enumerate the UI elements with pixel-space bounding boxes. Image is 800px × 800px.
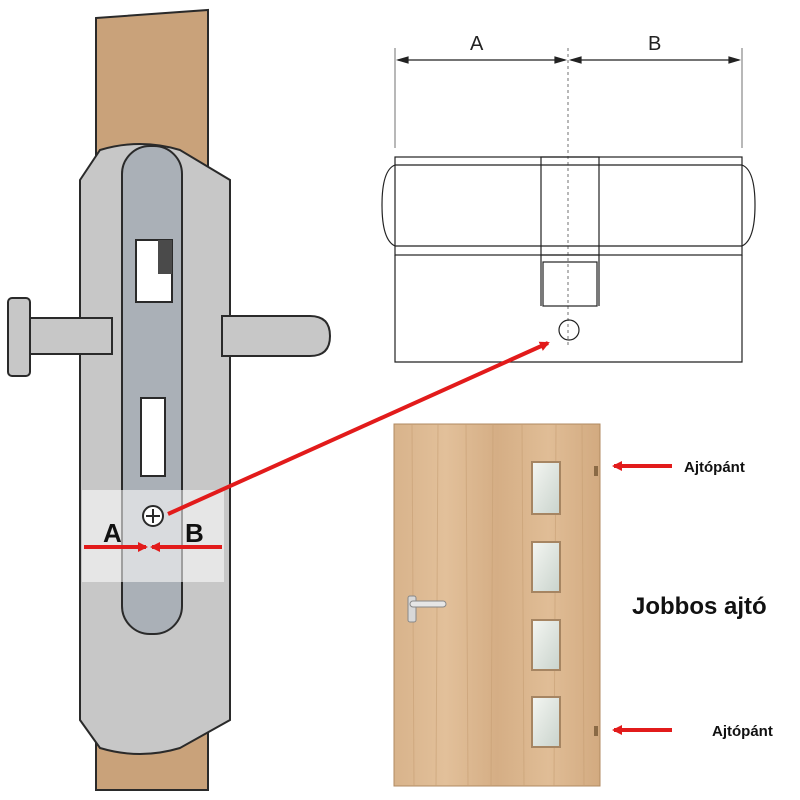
label-a: A xyxy=(103,518,122,548)
dimension-line xyxy=(394,48,743,345)
connector-arrow xyxy=(167,341,550,516)
door-type-title: Jobbos ajtó xyxy=(632,593,767,620)
hinge-bottom xyxy=(594,726,598,736)
door-photo xyxy=(393,423,601,787)
hinge-top-label: Ajtópánt xyxy=(684,459,745,476)
label-b: B xyxy=(185,518,204,548)
cylinder-body xyxy=(381,156,756,363)
door-glass-panes xyxy=(531,461,561,748)
dimension-a-label: A xyxy=(470,33,484,55)
bolt-opening xyxy=(140,397,166,477)
hinge-bottom-label: Ajtópánt xyxy=(712,723,773,740)
cylinder-technical-drawing: A B xyxy=(381,33,756,363)
hinge-top xyxy=(594,466,598,476)
latch-opening xyxy=(135,239,173,303)
fixing-screw-icon xyxy=(142,505,164,527)
door-handle xyxy=(407,595,447,623)
lever-handle-left xyxy=(7,297,113,377)
lever-handle-right xyxy=(221,315,332,357)
dimension-b-label: B xyxy=(648,33,661,55)
mortise-lock-diagram: A B xyxy=(7,8,332,791)
